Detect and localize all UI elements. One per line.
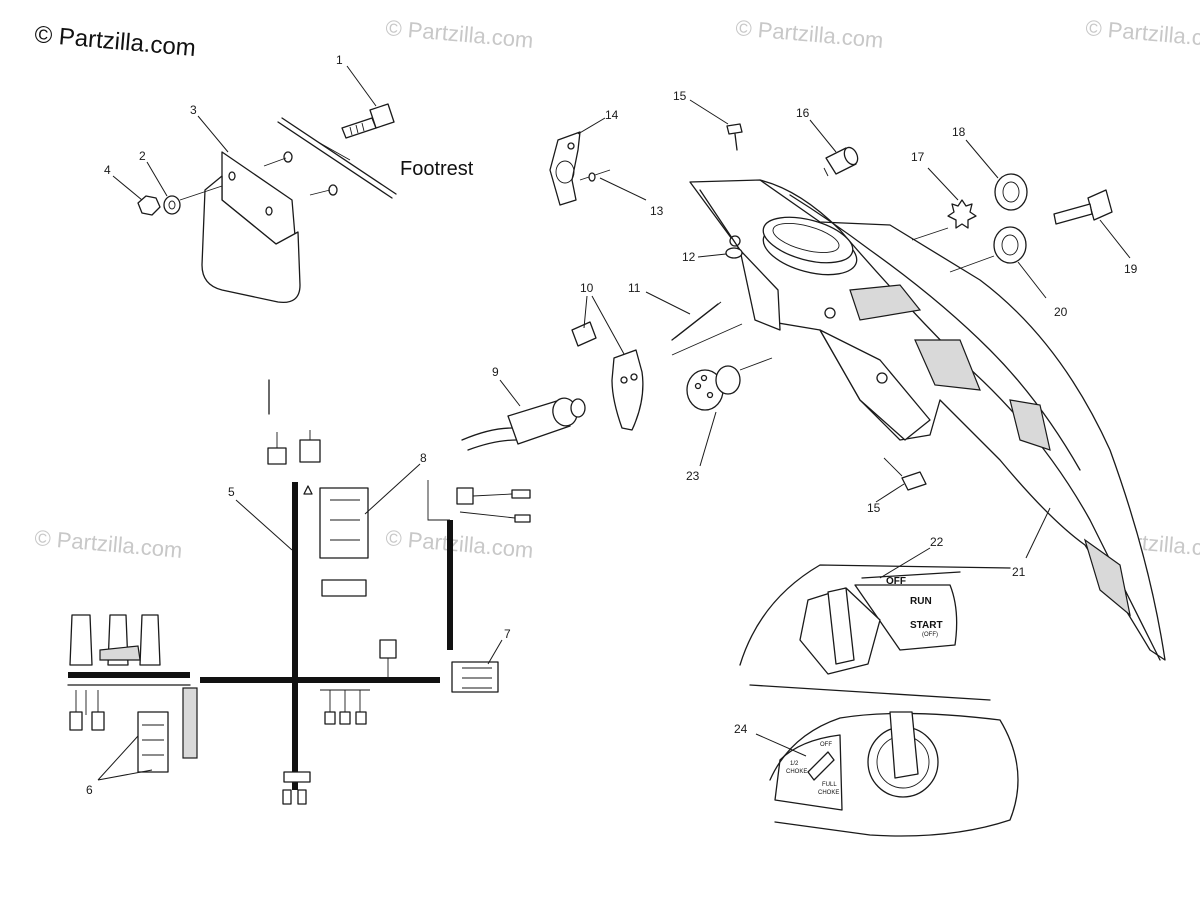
- callout-number: 20: [1054, 305, 1068, 319]
- wiring-harness: [67, 379, 531, 805]
- callout-number: 18: [952, 125, 966, 139]
- button-part: [571, 321, 644, 431]
- mud-flap-part: [201, 151, 301, 304]
- callout-number: 10: [580, 281, 594, 295]
- choke-full-sub-label: CHOKE: [818, 790, 839, 796]
- choke-half-label: 1/2: [790, 761, 799, 767]
- watermark-faded: © Partzilla.com: [34, 525, 184, 563]
- callout-number: 2: [139, 149, 146, 163]
- screw-part: [726, 123, 743, 151]
- watermark-faded: © Partzilla.com: [385, 15, 535, 53]
- callout-number: 4: [104, 163, 111, 177]
- callout-number: 3: [190, 103, 197, 117]
- callout-number: 19: [1124, 262, 1138, 276]
- footrest-label: Footrest: [400, 158, 474, 180]
- ignition-part: [993, 226, 1027, 264]
- bracket-part: [549, 131, 581, 206]
- bolt-part: [341, 103, 395, 139]
- callouts: 1 2 3 4 5 6 7 8 9 10 11 12 13 14 15 15 1: [86, 53, 1138, 797]
- callout-number: 14: [605, 108, 619, 122]
- callout-number: 8: [420, 451, 427, 465]
- callout-number: 17: [911, 150, 925, 164]
- nut-part: [137, 195, 161, 216]
- ignition-inset: OFF RUN START (OFF): [739, 564, 1011, 701]
- console-hood-part: [689, 179, 1166, 661]
- lock-washer-part: [947, 199, 977, 229]
- choke-full-label: FULL: [822, 782, 837, 788]
- watermark-faded: © Partzilla.com: [735, 15, 885, 53]
- switch-off-label: OFF: [886, 576, 906, 587]
- choke-inset: OFF 1/2 CHOKE FULL CHOKE: [769, 711, 1019, 837]
- screw-part: [883, 457, 927, 491]
- callout-number: 7: [504, 627, 511, 641]
- callout-number: 13: [650, 204, 664, 218]
- bulb-part: [823, 146, 859, 177]
- callout-number: 1: [336, 53, 343, 67]
- callout-number: 15: [867, 501, 881, 515]
- callout-number: 5: [228, 485, 235, 499]
- screw-part: [579, 169, 611, 182]
- choke-half-sub-label: CHOKE: [786, 769, 807, 775]
- callout-number: 21: [1012, 565, 1026, 579]
- callout-number: 9: [492, 365, 499, 379]
- callout-number: 24: [734, 722, 748, 736]
- grommet-part: [725, 247, 743, 259]
- callout-number: 16: [796, 106, 810, 120]
- key-part: [1053, 189, 1113, 225]
- watermark-faded: © Partzilla.com: [385, 525, 535, 563]
- callout-number: 6: [86, 783, 93, 797]
- callout-number: 23: [686, 469, 700, 483]
- washer-part: [163, 195, 181, 215]
- switch-start-label: START: [910, 620, 943, 631]
- callout-number: 15: [673, 89, 687, 103]
- watermark-main: © Partzilla.com: [33, 21, 196, 62]
- switch-run-label: RUN: [910, 596, 932, 607]
- connector-part: [686, 365, 741, 411]
- choke-off-label: OFF: [820, 742, 832, 748]
- footrest-group: Footrest: [137, 103, 474, 304]
- callout-number: 12: [682, 250, 696, 264]
- ring-nut-part: [994, 173, 1028, 211]
- callout-number: 22: [930, 535, 944, 549]
- switch-cable-part: [461, 397, 586, 451]
- callout-number: 11: [628, 281, 641, 295]
- switch-start-sub-label: (OFF): [922, 632, 938, 638]
- watermark-faded: © Partzilla.com: [1085, 15, 1200, 53]
